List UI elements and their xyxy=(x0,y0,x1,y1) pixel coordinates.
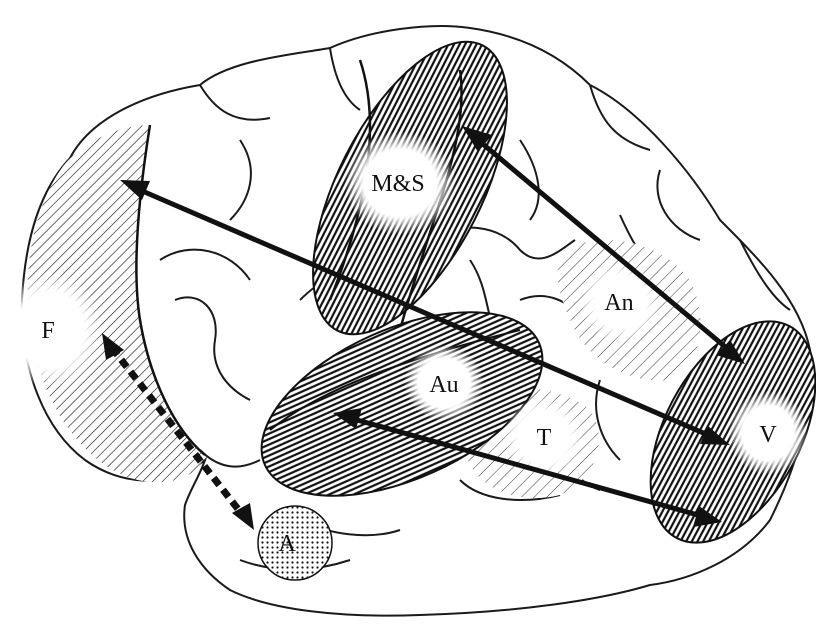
arrow-motor-sensory-to-visual xyxy=(462,126,745,364)
label-backgrounds xyxy=(0,131,808,477)
arrow-frontal-to-visual xyxy=(120,180,730,445)
amygdala-region xyxy=(257,505,333,581)
label-amygdala: A xyxy=(278,531,296,557)
arrows xyxy=(102,126,745,530)
label-frontal: F xyxy=(41,318,54,344)
label-temporal: T xyxy=(537,425,552,451)
label-angular: An xyxy=(604,290,633,316)
arrow-auditory-to-visual xyxy=(333,408,722,527)
label-motor-sensory: M&S xyxy=(371,171,424,197)
label-visual: V xyxy=(759,422,777,448)
region-labels: M&S An F Au T V A xyxy=(41,171,777,557)
label-auditory: Au xyxy=(429,372,458,398)
arrow-frontal-to-amygdala xyxy=(102,333,254,530)
